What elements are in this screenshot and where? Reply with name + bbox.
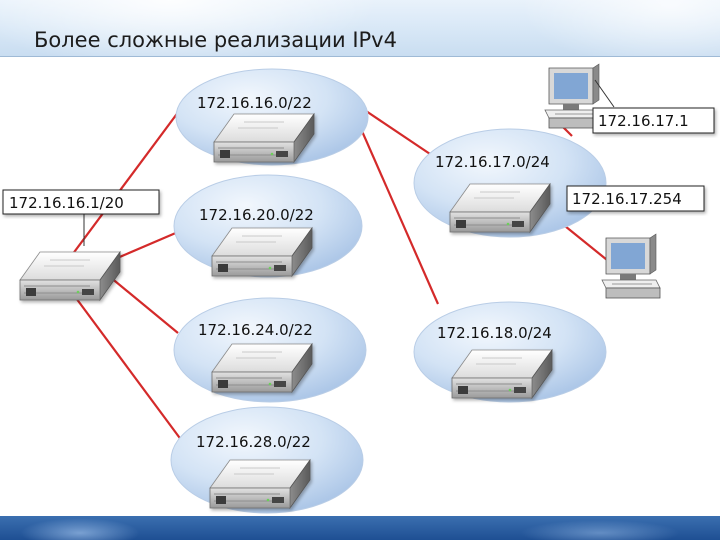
link-subnet16-subnet17 [365, 110, 437, 159]
subnet-label: 172.16.24.0/22 [198, 321, 313, 339]
footer-band [0, 516, 720, 540]
server-icon [449, 183, 551, 233]
subnet-172-16-16-0-22: 172.16.16.0/22 [175, 68, 369, 166]
host-label: 172.16.17.1 [598, 112, 689, 130]
server-icon [213, 113, 315, 163]
host-172-16-17-1: 172.16.17.1 [544, 63, 715, 134]
link-router-subnet-28 [75, 297, 183, 442]
subnet-172-16-24-0-22: 172.16.24.0/22 [173, 297, 367, 403]
subnet-172-16-17-0-24: 172.16.17.0/24 [413, 128, 607, 238]
server-icon [211, 227, 313, 277]
link-subnet16-subnet18 [356, 121, 440, 305]
subnet-label: 172.16.20.0/22 [199, 206, 314, 224]
subnet-172-16-28-0-22: 172.16.28.0/22 [170, 406, 364, 514]
host-172-16-17-254: 172.16.17.254 [566, 185, 705, 299]
header-rule [0, 56, 720, 57]
subnet-label: 172.16.18.0/24 [437, 324, 552, 342]
router: 172.16.16.1/20 [2, 189, 160, 301]
network-links [71, 106, 613, 442]
subnet-label: 172.16.16.0/22 [197, 94, 312, 112]
link-router-subnet-24 [103, 271, 179, 334]
router-label: 172.16.16.1/20 [9, 194, 124, 212]
server-icon [211, 343, 313, 393]
server-icon [209, 459, 311, 509]
server-icon [19, 251, 121, 301]
subnet-172-16-20-0-22: 172.16.20.0/22 [173, 174, 363, 278]
subnet-label: 172.16.17.0/24 [435, 153, 550, 171]
workstation-icon [601, 233, 661, 299]
slide-title: Более сложные реализации IPv4 [34, 28, 397, 52]
link-subnet17-host254 [559, 221, 613, 265]
server-icon [451, 349, 553, 399]
subnet-label: 172.16.28.0/22 [196, 433, 311, 451]
subnet-172-16-18-0-24: 172.16.18.0/24 [413, 301, 607, 403]
link-router-subnet-16 [71, 106, 183, 256]
host-label: 172.16.17.254 [572, 190, 682, 208]
header-band [0, 0, 720, 56]
